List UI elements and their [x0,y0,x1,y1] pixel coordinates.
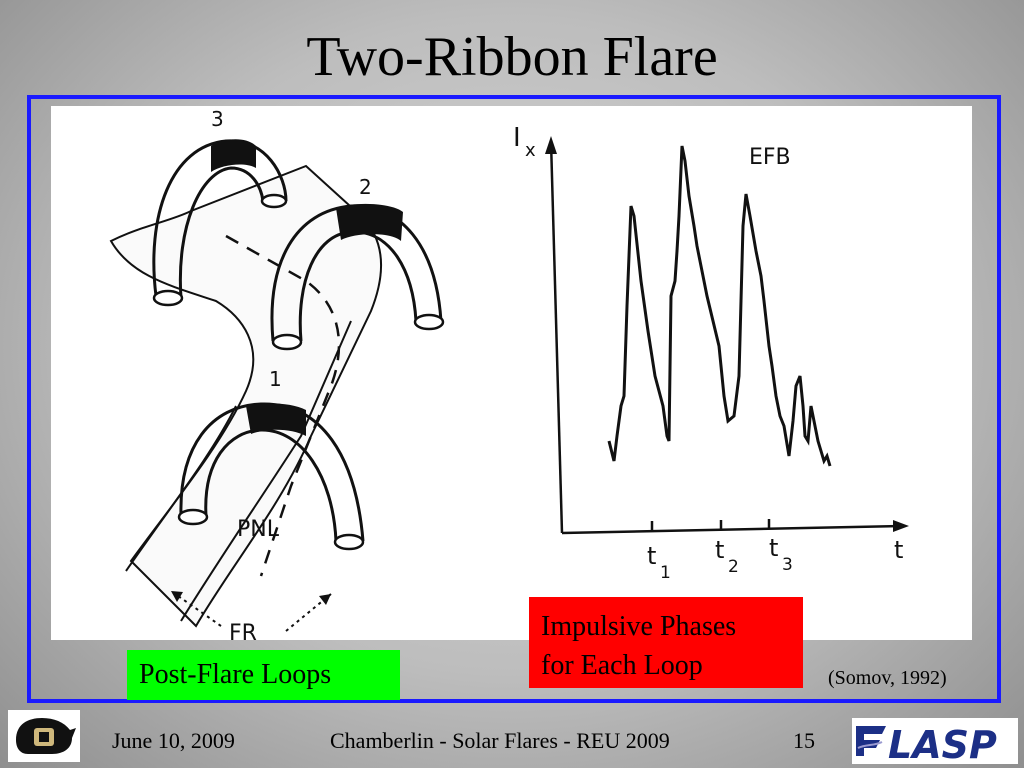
footer-title: Chamberlin - Solar Flares - REU 2009 [330,728,670,753]
loop-3 [152,139,288,297]
x-axis-label: t [894,536,903,564]
impulsive-phases-callout: Impulsive Phases for Each Loop [529,597,803,688]
tick-sub-t2: 2 [728,557,739,577]
lasp-logo-text: LASP [888,723,997,764]
pnl-line [225,234,341,577]
y-axis-label: I [513,123,521,153]
pnl-label: PNL [237,517,280,542]
loop-arcade-diagram [109,139,445,632]
loop-label-2: 2 [359,175,372,199]
intensity-curve [607,145,832,467]
light-curve-plot [545,136,909,535]
loop-label-3: 3 [211,107,224,131]
fr-label: FR [229,621,257,640]
impulsive-phases-line1: Impulsive Phases [541,611,737,642]
footer-date: June 10, 2009 [112,728,235,753]
efb-label: EFB [749,145,791,170]
slide-title: Two-Ribbon Flare [306,26,718,88]
y-axis-sub: x [525,140,536,161]
page-number: 15 [793,728,815,753]
tick-sub-t3: 3 [782,555,793,575]
lasp-logo-icon: LASP [852,718,1018,764]
citation: (Somov, 1992) [828,667,947,689]
flare-figure: 3 2 1 PNL FR I x EFB t t 1 t 2 t 3 [51,106,972,640]
cu-buffalo-logo-icon [8,710,80,762]
post-flare-loops-callout: Post-Flare Loops [127,650,400,700]
figure-drawing: 3 2 1 PNL FR I x EFB t t 1 t 2 t 3 [109,107,909,640]
tick-label-t1: t [647,542,656,570]
ribbon-inner-edge [125,405,237,572]
tick-label-t2: t [715,536,724,564]
post-flare-loops-text: Post-Flare Loops [139,659,332,690]
figure-frame [27,95,1001,703]
tick-sub-t1: 1 [660,563,671,583]
y-axis [549,140,564,534]
ribbon-inner-edge-2 [180,320,352,622]
loop-label-1: 1 [269,367,282,391]
fr-arrow-right [285,593,332,632]
impulsive-phases-line2: for Each Loop [541,650,703,681]
tick-label-t3: t [769,534,778,562]
x-axis [561,524,904,535]
